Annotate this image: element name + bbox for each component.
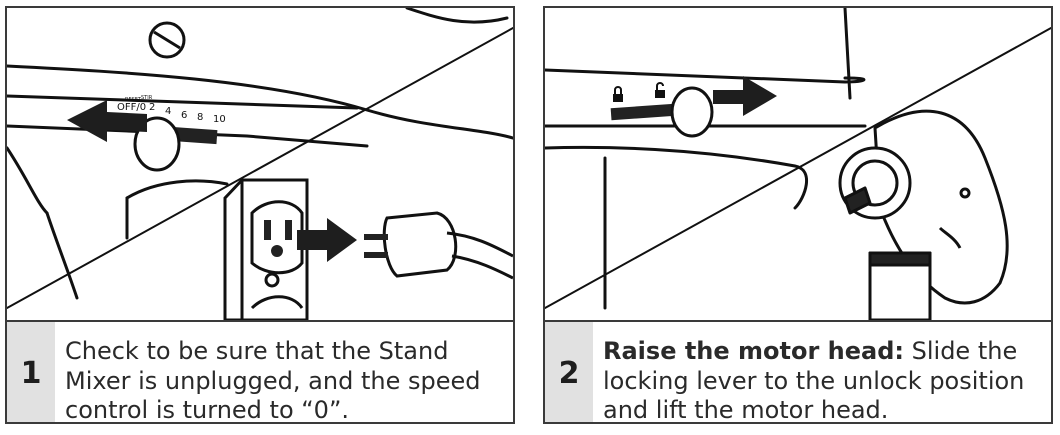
- arrow-left-icon: [67, 100, 147, 142]
- speed-label-2: 2: [149, 102, 155, 113]
- step-number-cell: 2: [545, 322, 593, 422]
- speed-label-stir: STIR: [141, 95, 153, 101]
- arrow-right-icon: [713, 76, 777, 116]
- plug-icon: [364, 211, 513, 280]
- screw-icon: [148, 21, 186, 59]
- step-caption-1: 1 Check to be sure that the Stand Mixer …: [7, 320, 513, 424]
- illustration-raise-motor-head: [545, 8, 1051, 320]
- speed-label-4: 4: [165, 106, 171, 117]
- step-number: 1: [20, 355, 42, 391]
- step-instruction: Check to be sure that the Stand Mixer is…: [65, 337, 481, 424]
- speed-label-6: 6: [181, 110, 187, 121]
- arrow-right-icon: [297, 218, 357, 262]
- step-number: 2: [558, 355, 580, 391]
- step-heading: Raise the motor head:: [603, 337, 904, 365]
- speed-label-off: OFF/0: [117, 102, 146, 113]
- step-number-cell: 1: [7, 322, 55, 422]
- speed-label-8: 8: [197, 112, 203, 123]
- step-caption-2: 2 Raise the motor head: Slide the lockin…: [545, 320, 1051, 424]
- speed-label-10: 10: [213, 114, 226, 125]
- outlet-icon: [223, 178, 309, 320]
- step-panel-1: OFF/0 RESET STIR 2 4 6 8 10: [5, 6, 515, 424]
- illustration-unplug-mixer: OFF/0 RESET STIR 2 4 6 8 10: [7, 8, 513, 320]
- lock-icon: [613, 86, 623, 102]
- motor-head: [838, 109, 1009, 320]
- unlock-icon: [655, 82, 665, 98]
- step-instruction: Raise the motor head: Slide the locking …: [603, 337, 1043, 424]
- locking-lever-knob: [670, 86, 714, 138]
- step-body: Slide the locking lever to the unlock po…: [603, 337, 1025, 424]
- step-panel-2: 2 Raise the motor head: Slide the lockin…: [543, 6, 1053, 424]
- speed-label-reset: RESET: [125, 97, 142, 103]
